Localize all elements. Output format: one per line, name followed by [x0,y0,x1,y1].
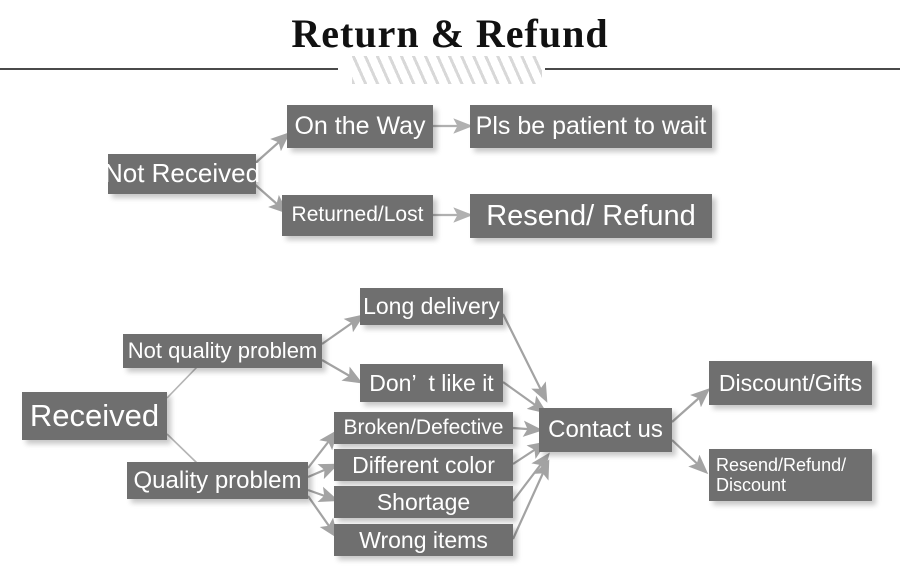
page-title: Return & Refund [291,11,609,56]
node-pls-be-patient-to-wait[interactable]: Pls be patient to wait [470,105,712,148]
node-wrong-items-label: Wrong items [359,526,488,553]
node-long-delivery[interactable]: Long delivery [360,288,503,325]
node-discount-gifts-label: Discount/Gifts [718,369,863,396]
node-resend-refund-label: Resend/ Refund [486,199,696,232]
node-different-color[interactable]: Different color [334,449,513,481]
node-resend-refund[interactable]: Resend/ Refund [470,194,712,238]
node-not-received[interactable]: Not Received [104,154,260,194]
node-long-delivery-label: Long delivery [363,293,500,320]
node-quality-problem[interactable]: Quality problem [127,462,308,499]
node-dont-like-it[interactable]: Don’ t like it [360,364,503,402]
node-discount-gifts[interactable]: Discount/Gifts [709,361,872,405]
node-not-received-label: Not Received [103,158,261,189]
node-received[interactable]: Received [22,392,167,440]
node-dont-like-it-label: Don’ t like it [369,369,494,396]
node-pls-be-patient-to-wait-label: Pls be patient to wait [475,112,707,141]
node-contact-us[interactable]: Contact us [539,408,672,452]
node-broken-defective[interactable]: Broken/Defective [334,412,513,444]
node-resend-refund-discount[interactable]: Resend/Refund/ Discount [709,449,872,501]
divider-line-right [545,68,900,70]
node-received-label: Received [29,397,160,433]
node-contact-us-label: Contact us [548,416,663,444]
node-returned-lost-label: Returned/Lost [291,203,424,227]
node-shortage[interactable]: Shortage [334,486,513,518]
node-wrong-items[interactable]: Wrong items [334,524,513,556]
node-on-the-way[interactable]: On the Way [287,105,433,148]
node-returned-lost[interactable]: Returned/Lost [282,195,433,236]
node-not-quality-problem-label: Not quality problem [127,338,318,364]
node-different-color-label: Different color [352,451,495,478]
node-on-the-way-label: On the Way [294,112,426,141]
node-shortage-label: Shortage [376,488,471,515]
node-quality-problem-label: Quality problem [133,466,302,494]
divider-hatch-pattern [352,56,542,84]
divider-line-left [0,68,338,70]
node-resend-refund-discount-label: Resend/Refund/ Discount [716,454,847,495]
node-not-quality-problem[interactable]: Not quality problem [123,334,322,368]
node-broken-defective-label: Broken/Defective [343,415,504,439]
